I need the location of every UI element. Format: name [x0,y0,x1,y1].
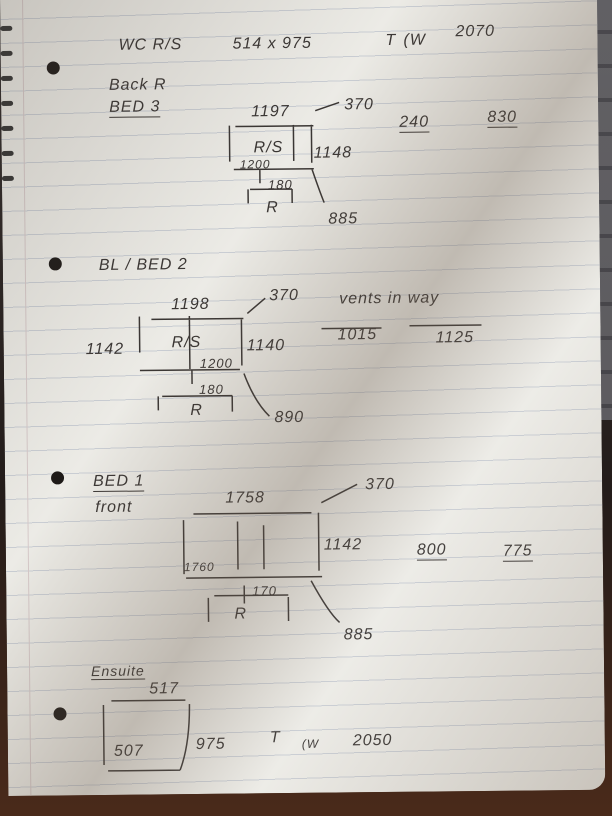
measurement: R [266,199,279,217]
measurement: 240 [399,113,430,133]
wall-label: (W [403,31,427,49]
measurement: 890 [274,408,305,427]
measurement: 1758 [225,489,265,507]
measurement: 507 [113,742,144,760]
measurement: 1200 [239,157,271,172]
measurement: 1140 [246,337,286,355]
measurement: 1197 [251,102,290,121]
measurement: 370 [365,475,395,494]
height-text: 2050 [352,731,393,750]
measurement: R [234,605,248,623]
measurement: 885 [328,210,359,228]
measurement: R/S [253,139,284,157]
measurement: R/S [171,333,202,352]
measurement: R [190,401,204,420]
measurement: 830 [487,108,518,128]
dimension-text: 514 x 975 [232,34,312,53]
sketch-lines [102,101,482,772]
wall-label: (W [301,736,320,751]
measurement: 1015 [337,326,378,344]
section-title: BED 3 [109,98,161,118]
section-title: front [95,498,133,517]
measurement: 1198 [171,295,210,314]
section-title: Ensuite [90,662,145,681]
tile-label: T [385,31,397,49]
measurement: 170 [252,583,278,599]
height-text: 2070 [455,22,496,41]
measurement: 180 [199,381,224,397]
measurement: 1200 [199,355,233,371]
room-label: WC R/S [118,36,183,54]
notebook-page: WC R/S 514 x 975 T (W 2070 Back R BED 3 … [0,0,606,796]
measurement: 975 [195,735,226,753]
measurement: 885 [343,626,374,644]
tile-label: T [269,729,281,747]
measurement: 517 [149,680,180,698]
section-title: Back R [108,76,167,94]
measurement: 370 [269,286,299,305]
measurement: 775 [502,542,533,562]
measurement: 1142 [323,536,363,554]
measurement: 1142 [85,340,125,359]
measurement: 1148 [313,144,353,162]
measurement: 180 [267,176,293,193]
section-title: BED 1 [93,472,145,493]
measurement: 370 [344,96,374,114]
measurement: 1760 [183,559,215,575]
measurement: 1125 [435,329,475,347]
section-title: BL / BED 2 [98,256,188,274]
note-text: vents in way [339,289,440,308]
measurement: 800 [416,541,447,561]
